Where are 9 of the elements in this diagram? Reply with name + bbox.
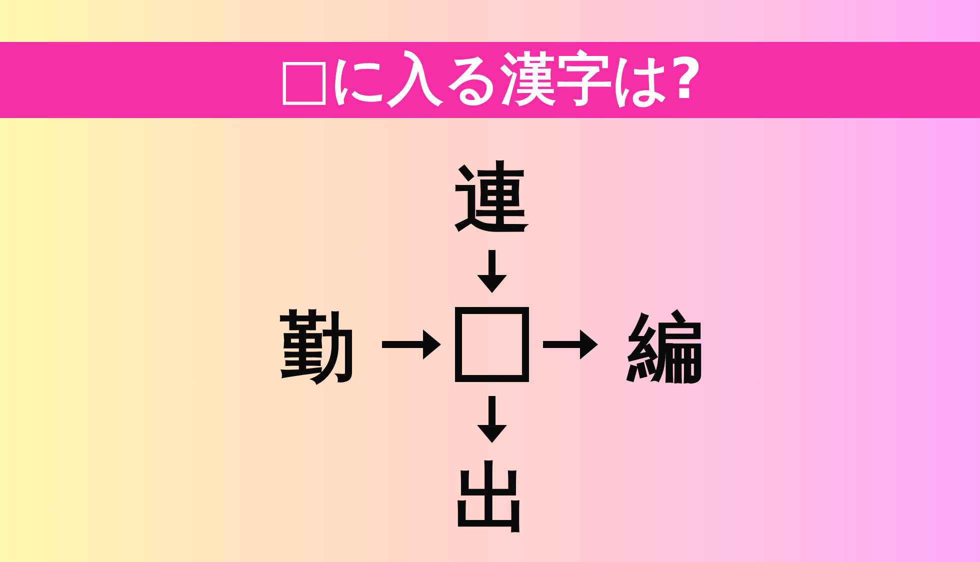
kanji-character: 出 [447, 449, 537, 547]
answer-box [455, 307, 529, 382]
arrow [477, 250, 507, 293]
kanji-character: 勤 [280, 300, 376, 394]
arrow [477, 396, 507, 443]
kanji-character: 編 [604, 300, 704, 394]
arrow [382, 330, 441, 360]
arrow [543, 330, 598, 360]
kanji-character: 連 [447, 152, 537, 244]
